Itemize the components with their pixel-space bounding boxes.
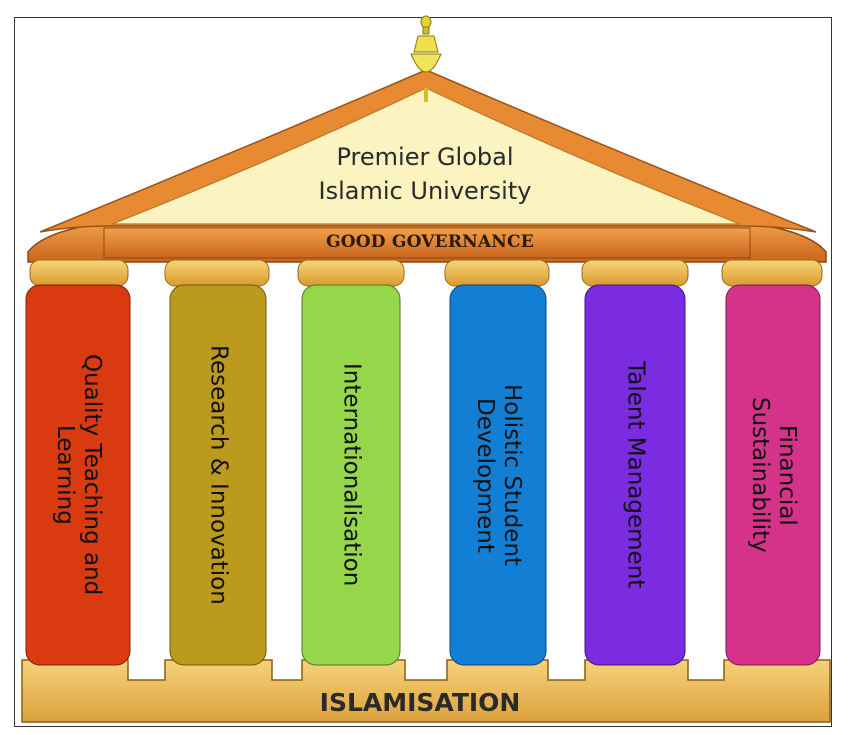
pillar-label-quality-teaching: Quality Teaching and Learning: [52, 354, 105, 596]
foundation-steps: [21, 659, 831, 723]
pillar-label-internationalisation: Internationalisation: [338, 363, 365, 587]
pillar-internationalisation: [301, 284, 401, 666]
pillar-financial: [725, 284, 821, 666]
pillar-talent: [584, 284, 686, 666]
roof: [27, 69, 827, 263]
capital-4: [444, 259, 550, 287]
capital-3: [297, 259, 405, 287]
governance-label: GOOD GOVERNANCE: [326, 232, 534, 252]
pillar-label-talent: Talent Management: [622, 361, 649, 589]
capital-6: [721, 259, 823, 287]
capitals: [29, 259, 823, 287]
capital-1: [29, 259, 129, 287]
pillar-label-holistic-student: Holistic Student Development: [472, 383, 525, 567]
pillar-label-research: Research & Innovation: [205, 345, 232, 605]
pillars: [25, 284, 821, 666]
capital-2: [164, 259, 270, 287]
pillar-research: [169, 284, 267, 666]
pillar-quality-teaching: [25, 284, 131, 666]
governance-beam: [103, 227, 751, 259]
foundation-label: ISLAMISATION: [319, 688, 521, 717]
roof-title: Premier Global Islamic University: [318, 143, 532, 205]
capital-5: [581, 259, 689, 287]
pillar-label-financial: Financial Sustainability: [747, 397, 800, 553]
foundation: [21, 659, 831, 723]
pillar-holistic-student: [449, 284, 547, 666]
finial-ornament: [410, 15, 442, 102]
